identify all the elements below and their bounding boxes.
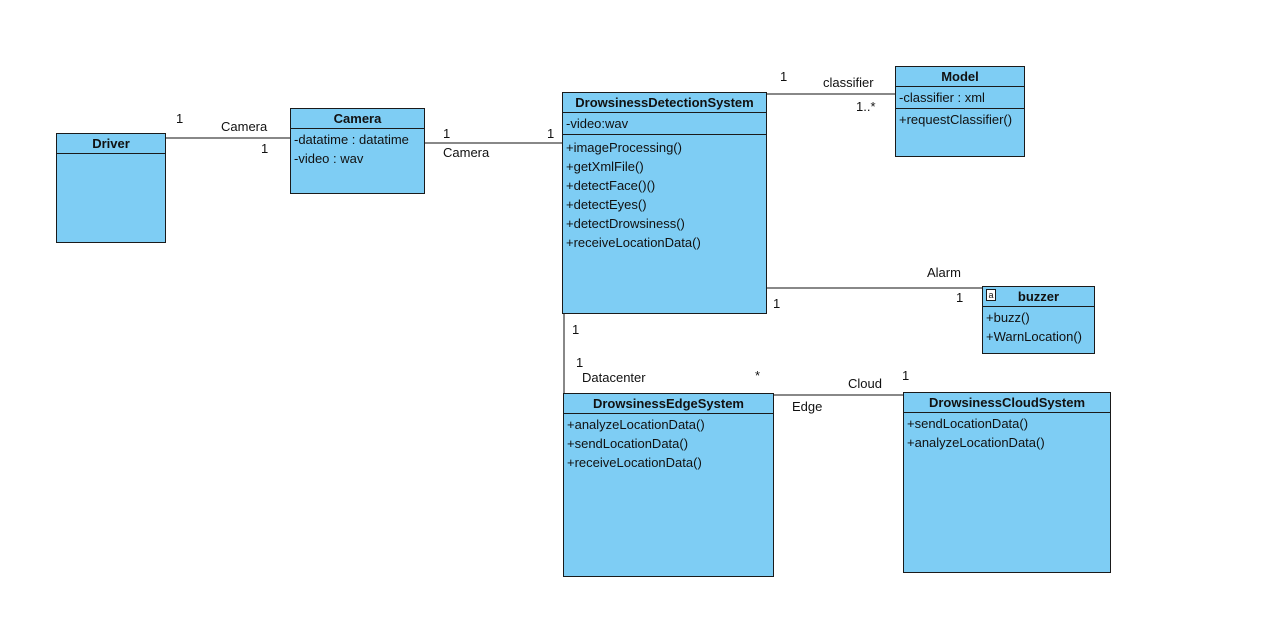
role-detection-edge: Datacenter <box>582 370 646 385</box>
operation: +WarnLocation() <box>986 329 1082 344</box>
class-buzzer-operations: +buzz() +WarnLocation() <box>983 307 1094 347</box>
class-model-attributes: -classifier : xml <box>896 87 1024 109</box>
multiplicity-driver-camera-camera-end: 1 <box>261 141 269 156</box>
role-detection-model: classifier <box>823 75 874 90</box>
multiplicity-detection-edge-detection-end: 1 <box>572 322 580 337</box>
class-drowsiness-cloud-system[interactable]: DrowsinessCloudSystem +sendLocationData(… <box>903 392 1111 573</box>
class-driver[interactable]: Driver <box>56 133 166 243</box>
attribute: -video:wav <box>566 116 629 131</box>
class-buzzer[interactable]: a buzzer +buzz() +WarnLocation() <box>982 286 1095 354</box>
class-cloud-operations: +sendLocationData() +analyzeLocationData… <box>904 413 1110 453</box>
role-detection-buzzer: Alarm <box>927 265 961 280</box>
operation: +analyzeLocationData() <box>567 417 705 432</box>
multiplicity-edge-cloud-edge-end: * <box>755 368 761 383</box>
class-drowsiness-detection-system[interactable]: DrowsinessDetectionSystem -video:wav +im… <box>562 92 767 314</box>
operation: +sendLocationData() <box>567 436 689 451</box>
class-detection-attributes: -video:wav <box>563 113 766 135</box>
operation: +sendLocationData() <box>907 416 1029 431</box>
class-detection-name: DrowsinessDetectionSystem <box>563 93 766 113</box>
class-edge-operations: +analyzeLocationData() +sendLocationData… <box>564 414 773 473</box>
class-detection-operations: +imageProcessing() +getXmlFile() +detect… <box>563 135 766 253</box>
attribute: -classifier : xml <box>899 90 985 105</box>
attribute: -video : wav <box>294 151 364 166</box>
operation: +detectEyes() <box>566 197 647 212</box>
multiplicity-detection-model-detection-end: 1 <box>780 69 788 84</box>
multiplicity-detection-buzzer-detection-end: 1 <box>773 296 781 311</box>
operation: +detectFace()() <box>566 178 656 193</box>
multiplicity-detection-model-model-end: 1..* <box>856 99 876 114</box>
class-drowsiness-edge-system[interactable]: DrowsinessEdgeSystem +analyzeLocationDat… <box>563 393 774 577</box>
abstract-badge-icon: a <box>986 289 996 301</box>
operation: +imageProcessing() <box>566 140 682 155</box>
class-camera-attributes: -datatime : datatime -video : wav <box>291 129 424 169</box>
role-edge-cloud-cloud-end: Cloud <box>848 376 882 391</box>
multiplicity-detection-edge-edge-end: 1 <box>576 355 584 370</box>
role-camera-detection: Camera <box>443 145 490 160</box>
class-model-operations: +requestClassifier() <box>896 109 1024 130</box>
operation: +requestClassifier() <box>899 112 1013 127</box>
multiplicity-detection-buzzer-buzzer-end: 1 <box>956 290 964 305</box>
operation: +receiveLocationData() <box>567 455 702 470</box>
multiplicity-edge-cloud-cloud-end: 1 <box>902 368 910 383</box>
multiplicity-camera-detection-detection-end: 1 <box>547 126 555 141</box>
class-camera-name: Camera <box>291 109 424 129</box>
class-cloud-name: DrowsinessCloudSystem <box>904 393 1110 413</box>
operation: +detectDrowsiness() <box>566 216 685 231</box>
class-buzzer-header: a buzzer <box>983 287 1094 307</box>
operation: +getXmlFile() <box>566 159 644 174</box>
attribute: -datatime : datatime <box>294 132 409 147</box>
class-camera[interactable]: Camera -datatime : datatime -video : wav <box>290 108 425 194</box>
class-model[interactable]: Model -classifier : xml +requestClassifi… <box>895 66 1025 157</box>
role-driver-camera: Camera <box>221 119 268 134</box>
class-driver-name: Driver <box>57 134 165 154</box>
multiplicity-driver-camera-driver-end: 1 <box>176 111 184 126</box>
class-edge-name: DrowsinessEdgeSystem <box>564 394 773 414</box>
multiplicity-camera-detection-camera-end: 1 <box>443 126 451 141</box>
operation: +buzz() <box>986 310 1030 325</box>
operation: +receiveLocationData() <box>566 235 701 250</box>
class-model-name: Model <box>896 67 1024 87</box>
class-buzzer-name: buzzer <box>1017 289 1060 304</box>
operation: +analyzeLocationData() <box>907 435 1045 450</box>
role-edge-cloud-edge-end: Edge <box>792 399 823 414</box>
